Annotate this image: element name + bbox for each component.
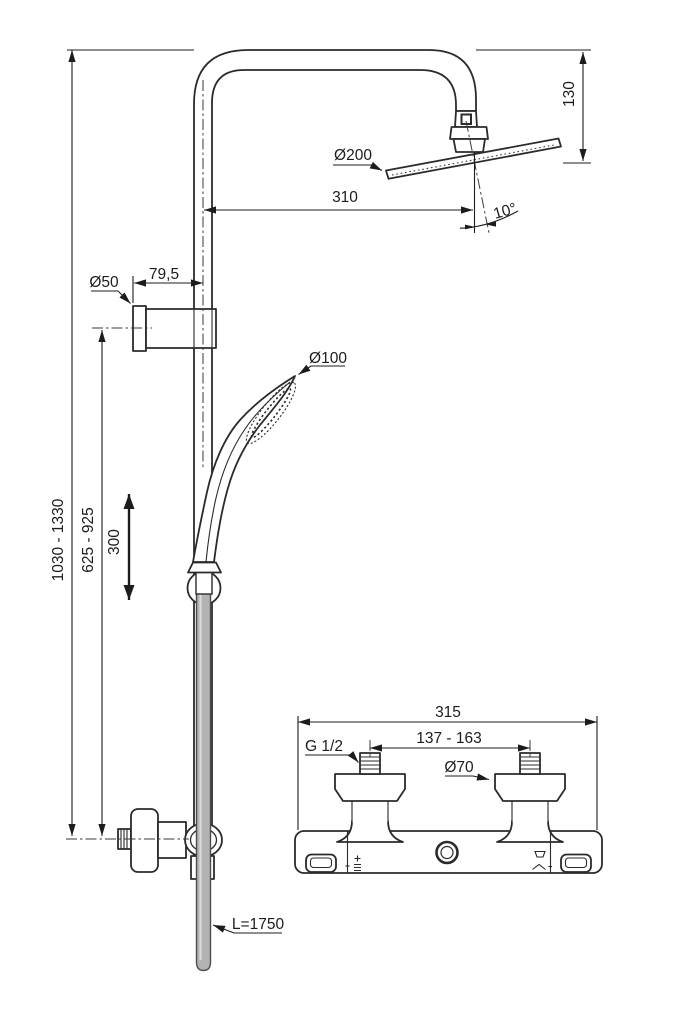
mixer-right-neck [512,801,548,822]
temperature-scale-icon [345,855,361,872]
overhead-shower-head [385,137,562,180]
flow-handle-grip [560,853,592,873]
label-inlet-spacing: 137 - 163 [416,730,482,747]
mixer-right-bell [496,820,564,843]
label-head-angle: 10° [492,200,519,223]
head-disc [385,137,562,180]
label-head-height: 130 [561,81,578,107]
label-escutcheon-diameter: Ø70 [444,759,474,776]
angle-arc [459,210,519,229]
leader-inlet-thread [305,751,359,763]
label-handspray-height-range: 625 - 925 [80,507,97,573]
label-head-reach: 310 [332,189,358,206]
label-bracket-depth: 79,5 [149,266,179,283]
elbow-knob-disc [130,808,159,873]
temperature-handle-grip [305,853,337,873]
head-swivel-joint [449,110,489,153]
leader-escutcheon-diameter [445,773,490,781]
flow-mode-icon [532,850,552,870]
label-slide-travel: 300 [106,529,123,555]
column-pipe-outline [193,49,477,879]
holder-cone [187,561,222,574]
joint-nut-lower [452,138,486,153]
elbow-body [157,821,187,859]
label-column-height-range: 1030 - 1330 [50,498,67,581]
leader-head-diameter [333,161,383,171]
leader-hose-length [212,924,282,934]
joint-nut-upper [449,126,489,140]
bracket-body [145,308,217,349]
label-head-diameter: Ø200 [334,147,372,164]
mixer-left-neck [352,801,388,822]
holder-clamp [195,570,213,595]
thermostatic-mixer [294,752,603,874]
shower-hose [195,573,212,972]
angle-arrowhead [465,224,475,230]
safety-button [435,840,459,865]
left-inlet-post [359,752,381,775]
leader-handspray-diameter [298,364,345,375]
label-hose-length: L=1750 [232,916,285,933]
mixer-left-bell [336,820,404,843]
head-spray-face-dots [391,144,555,176]
angle-arrowhead [486,221,496,227]
hose-tube [195,573,212,972]
shower-column-pipe [193,49,477,879]
right-escutcheon [494,773,566,802]
hand-shower-spray-face [245,381,297,445]
leader-bracket-diameter [91,290,131,304]
label-mixer-width: 315 [435,704,461,721]
label-inlet-thread: G 1/2 [305,738,343,755]
label-handspray-diameter: Ø100 [309,350,347,367]
left-escutcheon [334,773,406,802]
label-bracket-diameter: Ø50 [89,274,119,291]
right-inlet-post [519,752,541,775]
